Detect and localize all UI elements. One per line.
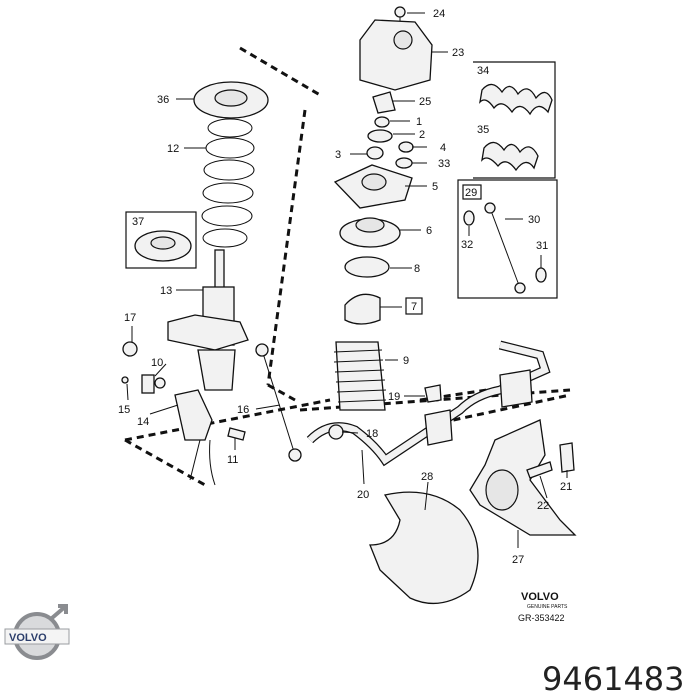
callout-33: 33 <box>438 158 450 170</box>
part-19-bolt <box>424 384 442 403</box>
part-14-bracket <box>174 389 213 441</box>
part-18-bushing <box>328 424 344 440</box>
callout-27: 27 <box>512 554 524 566</box>
part-13-shock-absorber <box>167 249 249 391</box>
callout-10: 10 <box>151 357 163 369</box>
callout-13: 13 <box>160 285 172 297</box>
part-25-bump-stop <box>372 91 396 114</box>
callout-30: 30 <box>528 214 540 226</box>
detail-box-29 <box>457 179 558 299</box>
part-1-nut <box>374 116 390 128</box>
callout-35: 35 <box>477 124 489 136</box>
part-9-bellows <box>333 341 387 411</box>
callout-7: 7 <box>411 301 417 313</box>
part-17-bushing <box>122 341 138 357</box>
callout-32: 32 <box>461 239 473 251</box>
callout-19: 19 <box>388 391 400 403</box>
callout-22: 22 <box>537 500 549 512</box>
leader-lines <box>126 12 568 548</box>
volvo-logo: VOLVO <box>4 604 70 660</box>
detail-box-34-35 <box>473 61 556 179</box>
part-27-steering-knuckle <box>469 419 577 536</box>
callout-16: 16 <box>237 404 249 416</box>
part-22-bolt <box>526 461 553 479</box>
callout-5: 5 <box>432 181 438 193</box>
part-11-bolt <box>227 427 246 441</box>
callout-18: 18 <box>366 428 378 440</box>
callout-23: 23 <box>452 47 464 59</box>
callout-labels: 24 23 34 25 1 2 36 35 4 33 3 5 12 29 30 … <box>118 8 572 566</box>
drawing-code: GR-353422 <box>518 613 565 623</box>
callout-6: 6 <box>426 225 432 237</box>
part-28-splash-shield <box>369 491 479 604</box>
callout-9: 9 <box>403 355 409 367</box>
part-21-bolt <box>559 442 575 473</box>
callout-14: 14 <box>137 416 149 428</box>
part-4-nut <box>398 141 414 153</box>
callout-11: 11 <box>227 454 238 466</box>
brand-tagline: GENUINE PARTS <box>527 604 568 610</box>
callout-24: 24 <box>433 8 445 20</box>
callout-28: 28 <box>421 471 433 483</box>
callout-8: 8 <box>414 263 420 275</box>
part-10-bracket <box>141 374 155 394</box>
callout-31: 31 <box>536 240 548 252</box>
part-23-strut-cap <box>359 19 433 91</box>
stabilizer-clamp-left <box>424 409 453 446</box>
callout-34: 34 <box>477 65 489 77</box>
callout-2: 2 <box>419 129 425 141</box>
part-7-bump-stop <box>344 293 381 325</box>
part-3-spacer <box>366 146 384 160</box>
callout-12: 12 <box>167 143 179 155</box>
detail-box-37 <box>125 211 197 269</box>
part-number: 9461483 <box>542 660 685 698</box>
part-33-washer <box>395 157 413 169</box>
brand-small: VOLVO <box>521 591 559 603</box>
callout-25: 25 <box>419 96 431 108</box>
part-16-stabilizer-link <box>255 343 302 462</box>
callout-37: 37 <box>132 216 144 228</box>
stabilizer-clamp-right <box>499 369 533 408</box>
callout-36: 36 <box>157 94 169 106</box>
part-8-spring-seat <box>344 256 390 278</box>
part-12-coil-spring <box>201 118 255 248</box>
callout-4: 4 <box>440 142 446 154</box>
part-2-washer <box>367 129 393 143</box>
callout-17: 17 <box>124 312 136 324</box>
callout-29: 29 <box>465 187 477 199</box>
callout-1: 1 <box>416 116 422 128</box>
callout-29-frame <box>462 184 482 200</box>
logo-text: VOLVO <box>9 632 47 644</box>
callout-7-frame <box>405 297 423 315</box>
callout-15: 15 <box>118 404 130 416</box>
genuine-parts-block: VOLVO GENUINE PARTS GR-353422 <box>518 591 568 623</box>
callout-20: 20 <box>357 489 369 501</box>
callout-21: 21 <box>560 481 572 493</box>
callout-3: 3 <box>335 149 341 161</box>
part-15-nut <box>121 376 129 384</box>
